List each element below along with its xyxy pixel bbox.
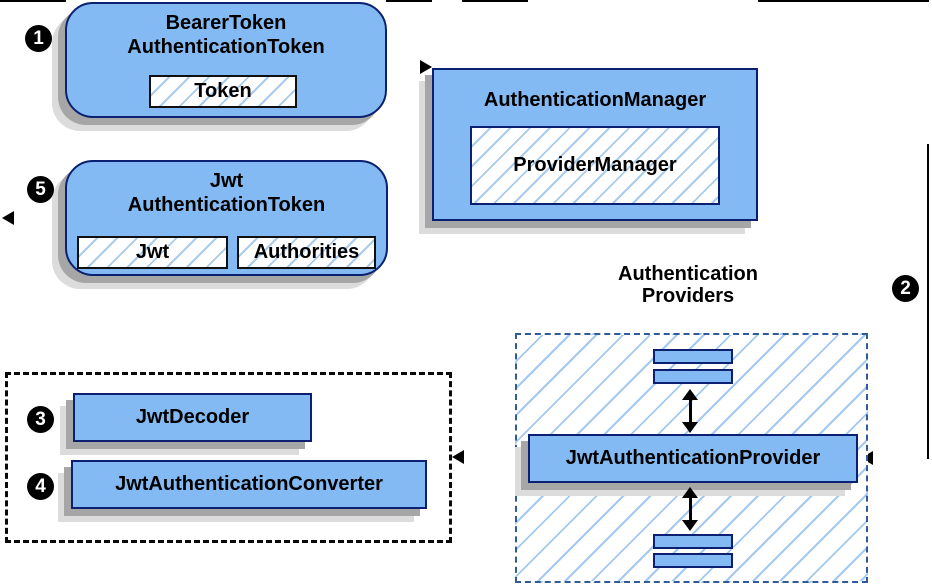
- bearer-to-manager-arrowhead-icon: [420, 60, 432, 74]
- jwt-decoder-node: JwtDecoder: [73, 393, 312, 442]
- double-arrow-icon: [681, 487, 699, 531]
- provider-slot-bar: [653, 534, 733, 549]
- step-5-badge: 5: [27, 176, 54, 203]
- jwt-authentication-provider-node: JwtAuthenticationProvider: [528, 434, 858, 483]
- manager-to-jwt-token-line: [388, 0, 432, 2]
- step-3-badge: 3: [27, 406, 54, 433]
- manager-to-provider-line-horizontal-top: [758, 0, 929, 2]
- outgoing-result-arrowhead-icon: [2, 211, 14, 225]
- outgoing-result-line: [10, 0, 66, 2]
- manager-to-provider-line-vertical: [927, 144, 929, 459]
- authentication-manager-title: AuthenticationManager: [483, 89, 707, 111]
- provider-slot-bar: [653, 349, 733, 364]
- authorities-field: Authorities: [237, 236, 376, 269]
- bearer-token-title-line2: AuthenticationToken: [127, 36, 325, 58]
- provider-slot-bar: [653, 553, 733, 568]
- provider-slot-bar: [653, 369, 733, 384]
- step-4-badge: 4: [27, 473, 54, 500]
- step-2-badge: 2: [892, 275, 919, 302]
- provider-to-decoder-line: [462, 0, 528, 2]
- authentication-manager-node: AuthenticationManager ProviderManager: [432, 68, 758, 221]
- authentication-providers-label-line1: Authentication: [618, 263, 758, 285]
- provider-manager-field: ProviderManager: [470, 126, 720, 205]
- token-field: Token: [149, 75, 297, 108]
- jwt-token-title-line2: AuthenticationToken: [127, 194, 326, 216]
- bearer-token-title-line1: BearerToken: [165, 12, 287, 34]
- jwt-authentication-token-node: Jwt AuthenticationToken Jwt Authorities: [65, 160, 388, 276]
- authentication-providers-label: Authentication Providers: [588, 263, 788, 307]
- jwt-token-title-line1: Jwt: [209, 170, 244, 192]
- authentication-providers-group: JwtAuthenticationProvider: [515, 333, 868, 583]
- double-arrow-icon: [681, 389, 699, 433]
- manager-to-provider-line-horizontal-bottom: [872, 0, 929, 2]
- jwt-field: Jwt: [77, 236, 228, 269]
- jwt-authentication-converter-node: JwtAuthenticationConverter: [71, 460, 427, 509]
- bearer-token-authentication-token-node: BearerToken AuthenticationToken Token: [65, 2, 387, 118]
- step-1-badge: 1: [25, 25, 52, 52]
- authentication-providers-label-line2: Providers: [641, 285, 735, 307]
- provider-to-decoder-arrowhead-icon: [452, 450, 464, 464]
